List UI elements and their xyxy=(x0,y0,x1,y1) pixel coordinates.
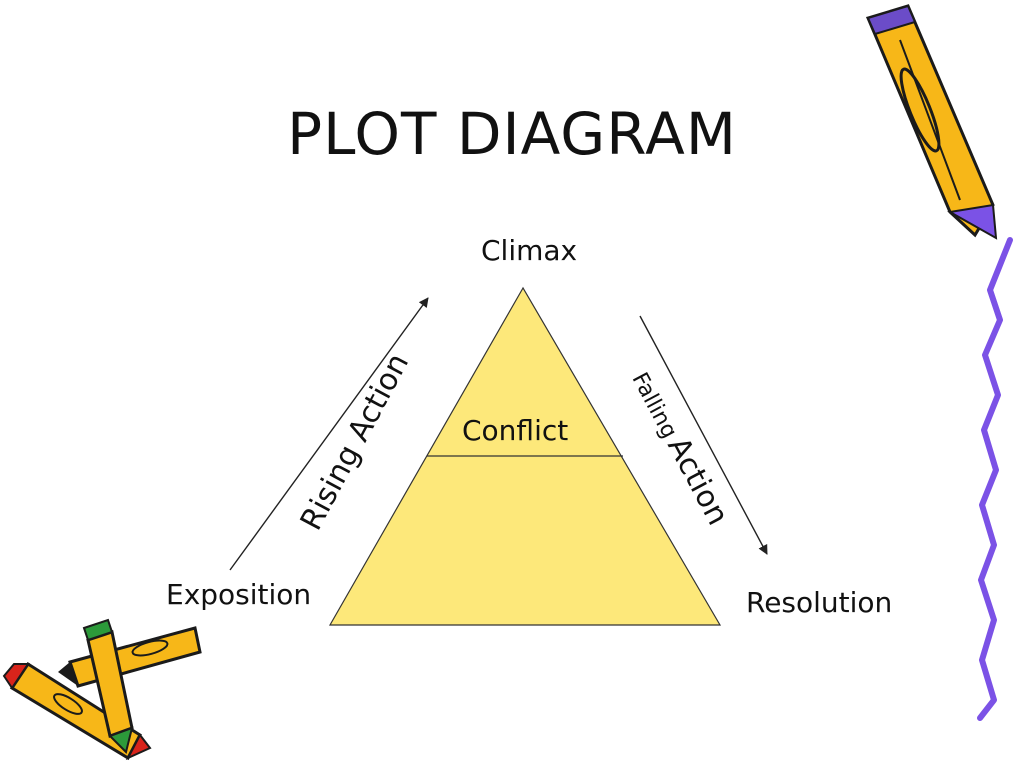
page-title: PLOT DIAGRAM xyxy=(287,100,737,168)
crossed-pencils-icon xyxy=(2,618,202,761)
pencil-icon xyxy=(865,4,998,240)
falling-action-arrow xyxy=(639,315,768,555)
resolution-label: Resolution xyxy=(746,586,893,619)
exposition-label: Exposition xyxy=(166,578,312,611)
rising-action-arrow xyxy=(229,297,429,571)
conflict-label: Conflict xyxy=(462,414,569,447)
climax-label: Climax xyxy=(481,234,578,267)
wavy-border-line xyxy=(977,237,1013,721)
